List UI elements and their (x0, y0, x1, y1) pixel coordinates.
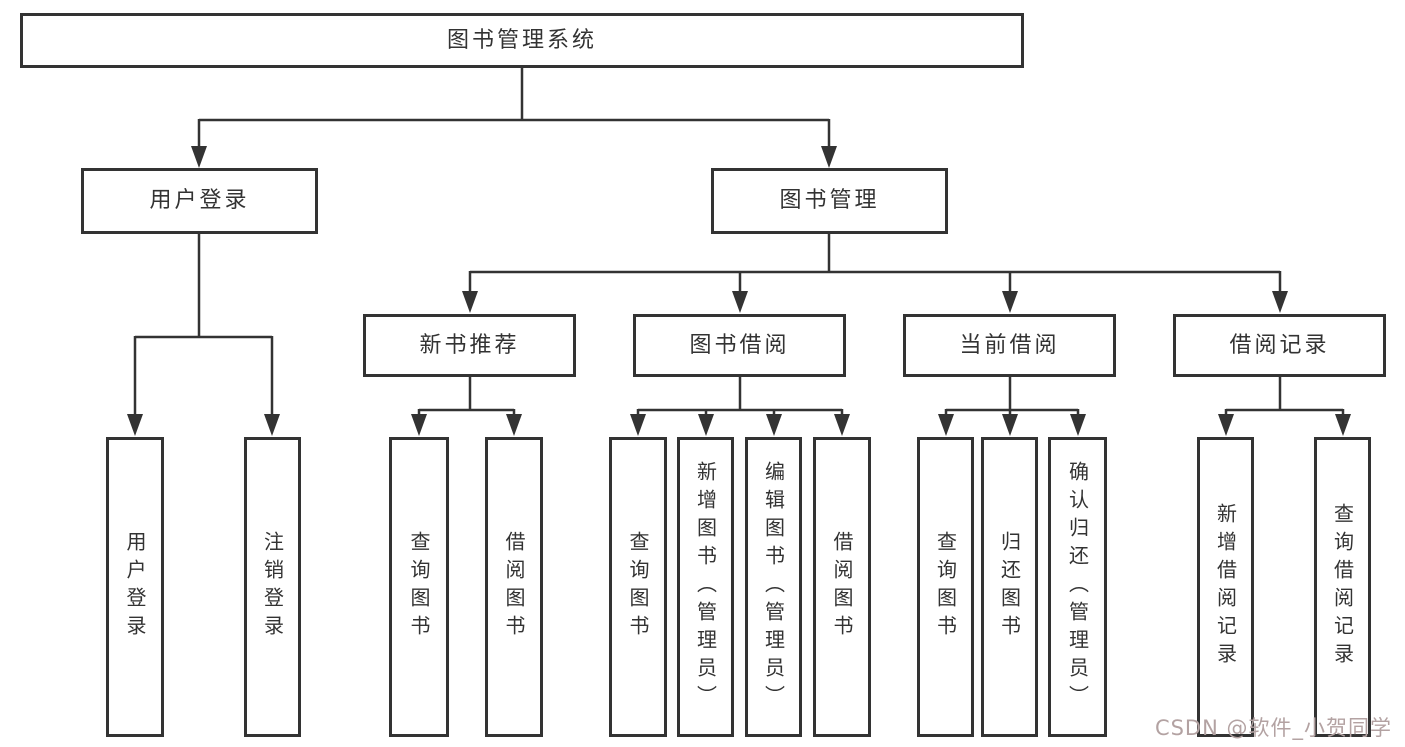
leaf-newbook-query-book-label: 查询图书 (407, 531, 431, 643)
leaf-borrow-query-book: 查询图书 (609, 437, 667, 737)
node-user-login-label: 用户登录 (149, 188, 250, 213)
node-library-system-label: 图书管理系统 (446, 27, 597, 53)
leaf-user-login-label: 用户登录 (123, 531, 147, 643)
node-user-login: 用户登录 (81, 168, 318, 234)
node-borrow-record-label: 借阅记录 (1229, 332, 1330, 358)
leaf-current-query-book-label: 查询图书 (933, 531, 958, 643)
leaf-logout-login-label: 注销登录 (260, 531, 285, 643)
leaf-current-return-book-label: 归还图书 (997, 531, 1022, 643)
leaf-borrow-edit-book-admin-label: 编辑图书（管理员） (761, 461, 786, 713)
node-book-borrow: 图书借阅 (633, 314, 846, 377)
leaf-newbook-borrow-book: 借阅图书 (485, 437, 543, 737)
leaf-record-add-borrow-record: 新增借阅记录 (1197, 437, 1254, 737)
leaf-record-add-borrow-record-label: 新增借阅记录 (1213, 503, 1238, 671)
leaf-current-confirm-return-admin-label: 确认归还（管理员） (1065, 461, 1090, 713)
leaf-borrow-add-book-admin-label: 新增图书（管理员） (693, 461, 718, 713)
leaf-logout-login: 注销登录 (244, 437, 301, 737)
node-borrow-record: 借阅记录 (1173, 314, 1386, 377)
leaf-borrow-borrow-book-label: 借阅图书 (830, 531, 854, 643)
leaf-current-confirm-return-admin: 确认归还（管理员） (1048, 437, 1107, 737)
node-new-book-recommend-label: 新书推荐 (419, 332, 520, 358)
leaf-record-query-borrow-record: 查询借阅记录 (1314, 437, 1371, 737)
leaf-record-query-borrow-record-label: 查询借阅记录 (1330, 503, 1355, 671)
node-current-borrow: 当前借阅 (903, 314, 1116, 377)
watermark: CSDN @软件_小贺同学 (1154, 716, 1392, 740)
leaf-newbook-borrow-book-label: 借阅图书 (502, 531, 526, 643)
connector-paths (133, 68, 1345, 415)
leaf-borrow-edit-book-admin: 编辑图书（管理员） (745, 437, 802, 737)
node-book-management: 图书管理 (711, 168, 948, 234)
node-library-system: 图书管理系统 (20, 13, 1024, 68)
leaf-borrow-borrow-book: 借阅图书 (813, 437, 871, 737)
leaf-user-login: 用户登录 (106, 437, 164, 737)
node-new-book-recommend: 新书推荐 (363, 314, 576, 377)
leaf-borrow-query-book-label: 查询图书 (626, 531, 650, 643)
leaf-current-query-book: 查询图书 (917, 437, 974, 737)
leaf-borrow-add-book-admin: 新增图书（管理员） (677, 437, 734, 737)
node-book-borrow-label: 图书借阅 (689, 332, 790, 358)
node-book-management-label: 图书管理 (779, 188, 880, 213)
node-current-borrow-label: 当前借阅 (959, 332, 1060, 358)
leaf-current-return-book: 归还图书 (981, 437, 1038, 737)
leaf-newbook-query-book: 查询图书 (389, 437, 449, 737)
arrowheads (127, 146, 1351, 436)
